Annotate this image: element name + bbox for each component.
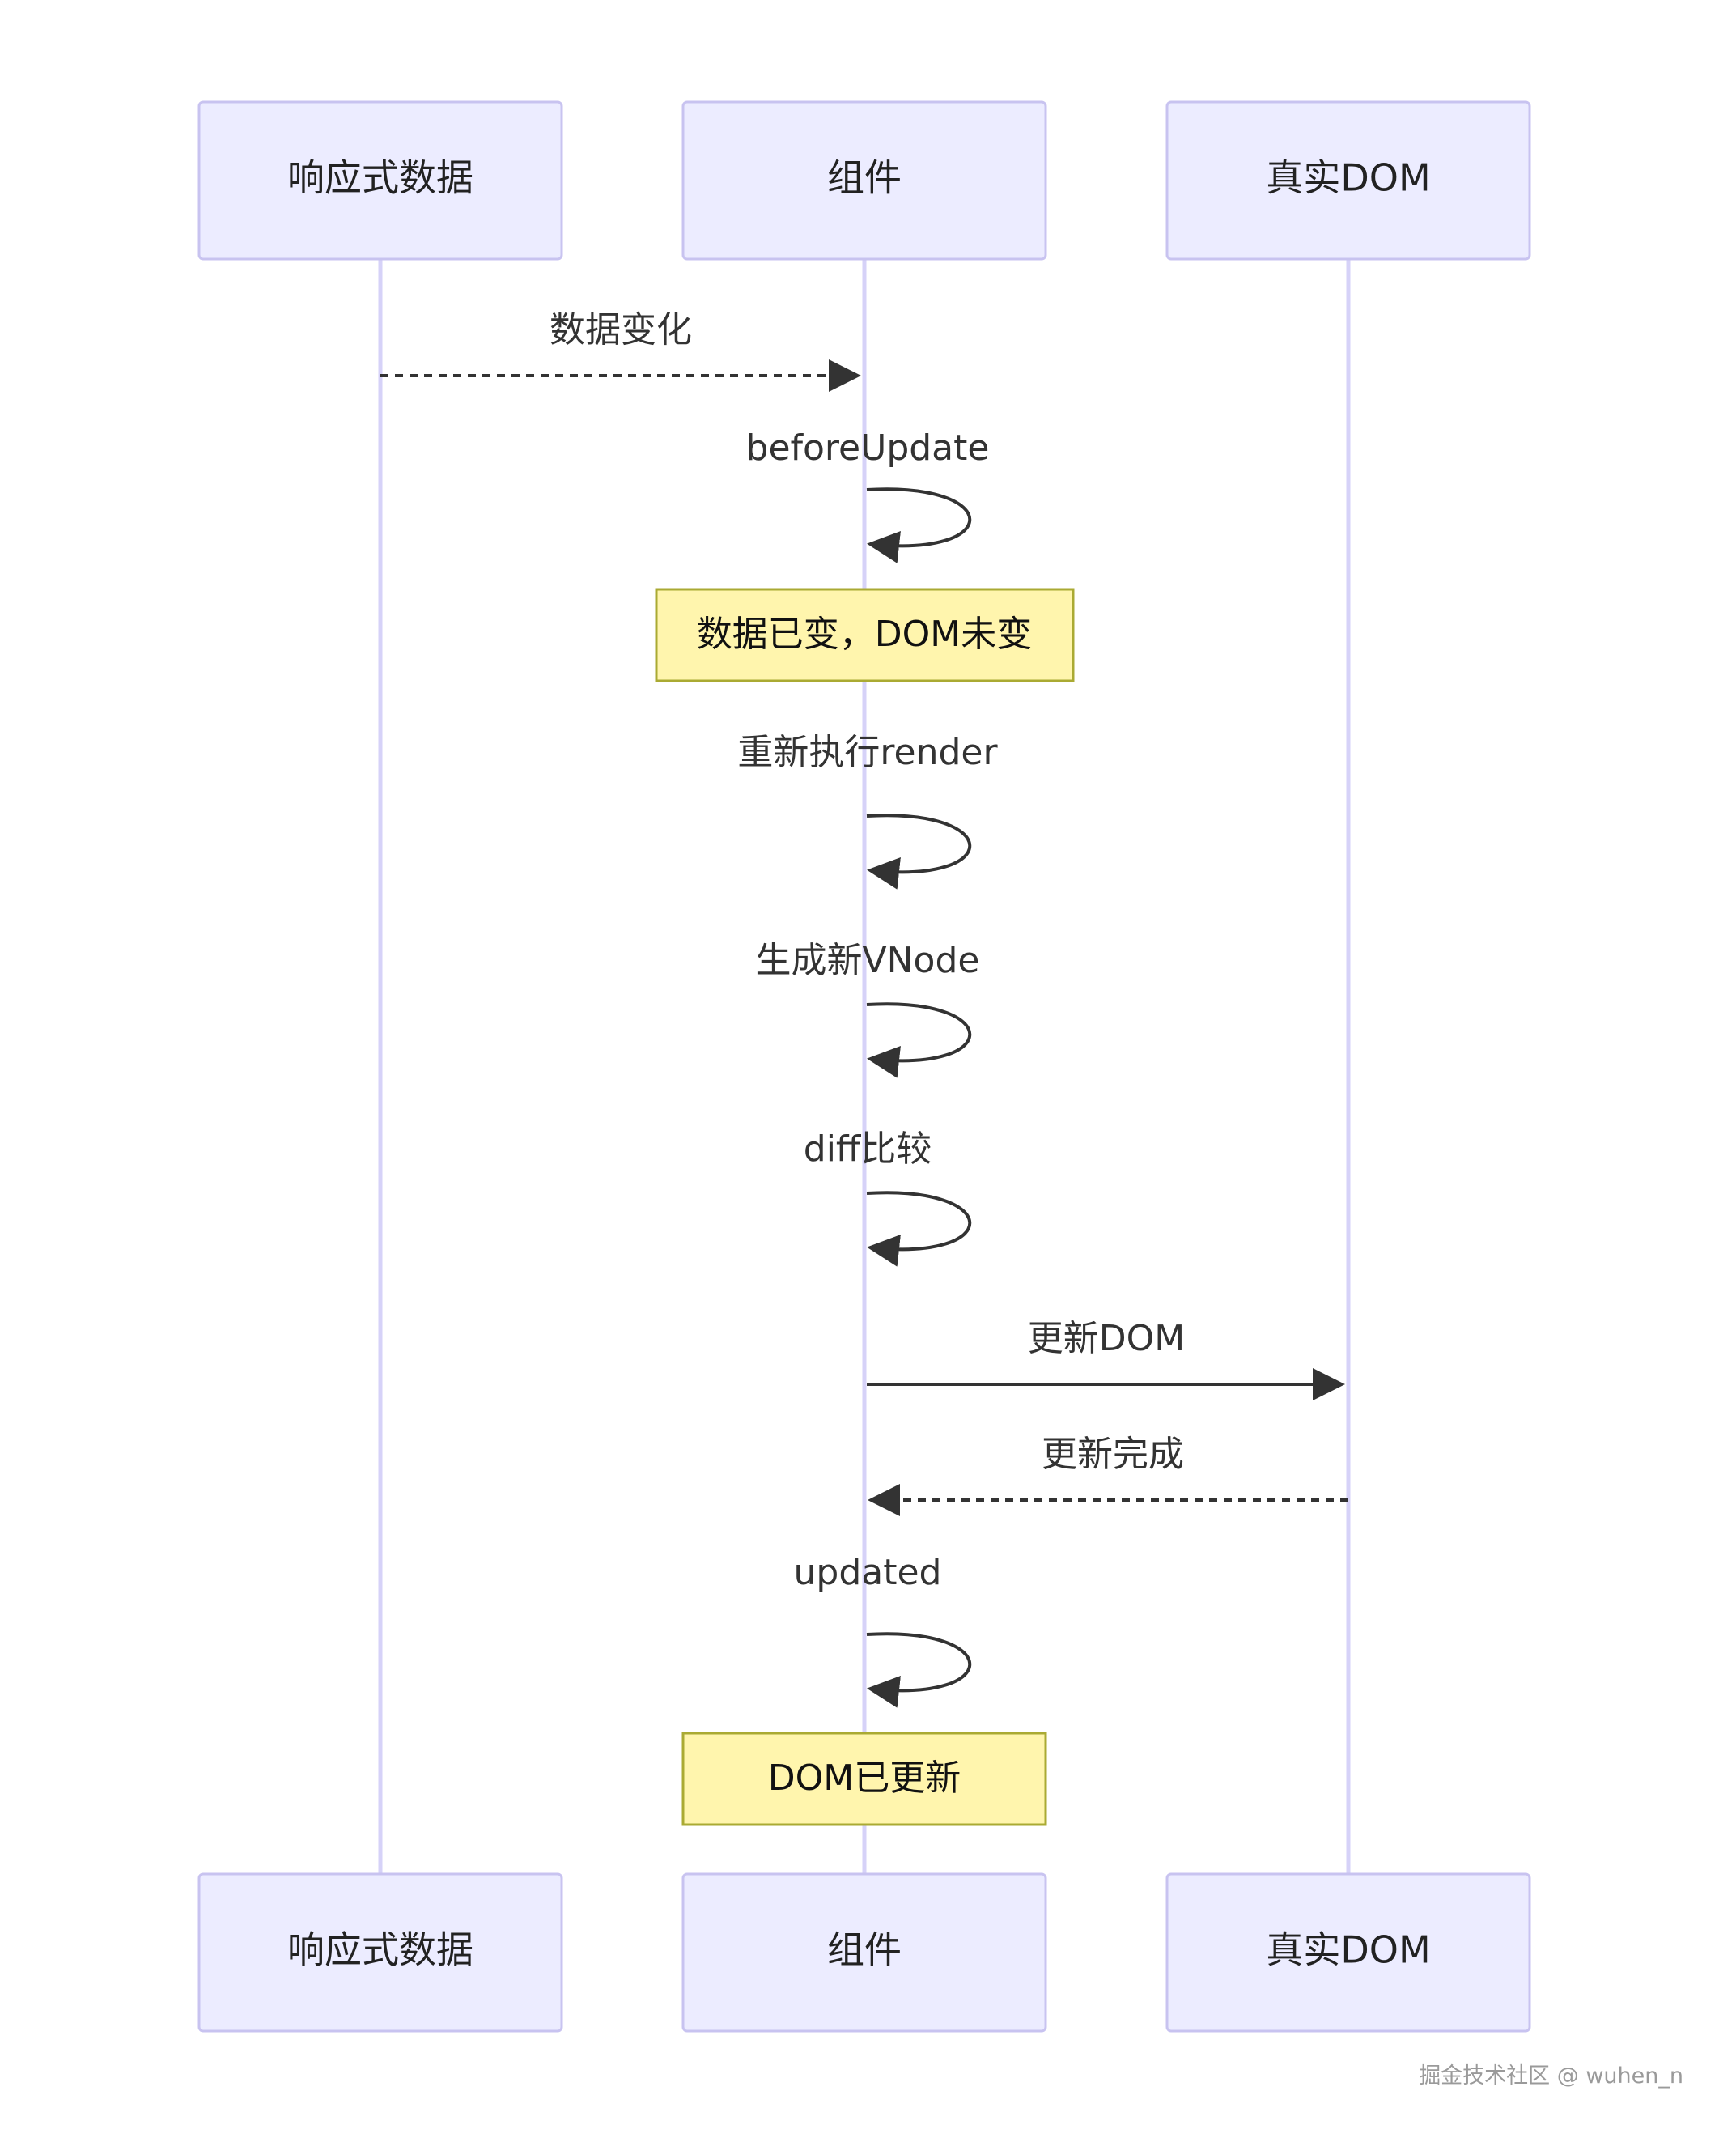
message-label: diff比较 — [804, 1128, 932, 1170]
actor-label: 真实DOM — [1266, 1928, 1430, 1972]
note-dom-updated: DOM已更新 — [681, 1732, 1047, 1826]
actor-top-reactive-data: 响应式数据 — [197, 100, 563, 261]
actor-label: 响应式数据 — [287, 1928, 473, 1972]
actor-bottom-component: 组件 — [681, 1872, 1047, 2033]
actor-top-real-dom: 真实DOM — [1165, 100, 1531, 261]
actor-top-component: 组件 — [681, 100, 1047, 261]
message-rerender: 重新执行render — [737, 732, 998, 890]
note-data-changed-dom-unchanged: 数据已变，DOM未变 — [655, 588, 1075, 682]
actor-bottom-real-dom: 真实DOM — [1165, 1872, 1531, 2033]
message-label: updated — [794, 1552, 942, 1593]
message-update-dom: 更新DOM — [867, 1318, 1345, 1400]
message-diff: diff比较 — [804, 1128, 972, 1267]
message-label: 更新DOM — [1028, 1318, 1185, 1359]
actor-label: 组件 — [827, 156, 902, 200]
actor-label: 组件 — [827, 1928, 902, 1972]
message-updated: updated — [794, 1552, 972, 1708]
watermark: 掘金技术社区 @ wuhen_n — [1419, 2063, 1683, 2089]
message-new-vnode: 生成新VNode — [756, 940, 980, 1078]
message-data-change: 数据变化 — [380, 309, 861, 392]
actor-label: 响应式数据 — [287, 156, 473, 200]
message-label: 更新完成 — [1042, 1434, 1184, 1475]
message-before-update: beforeUpdate — [746, 427, 990, 563]
actor-bottom-reactive-data: 响应式数据 — [197, 1872, 563, 2033]
message-label: 数据变化 — [550, 309, 692, 351]
note-text: 数据已变，DOM未变 — [697, 614, 1032, 655]
message-update-complete: 更新完成 — [868, 1434, 1348, 1516]
message-label: 生成新VNode — [756, 940, 980, 981]
note-text: DOM已更新 — [768, 1757, 961, 1799]
actor-label: 真实DOM — [1266, 156, 1430, 200]
message-label: beforeUpdate — [746, 427, 990, 469]
message-label: 重新执行render — [737, 732, 998, 773]
